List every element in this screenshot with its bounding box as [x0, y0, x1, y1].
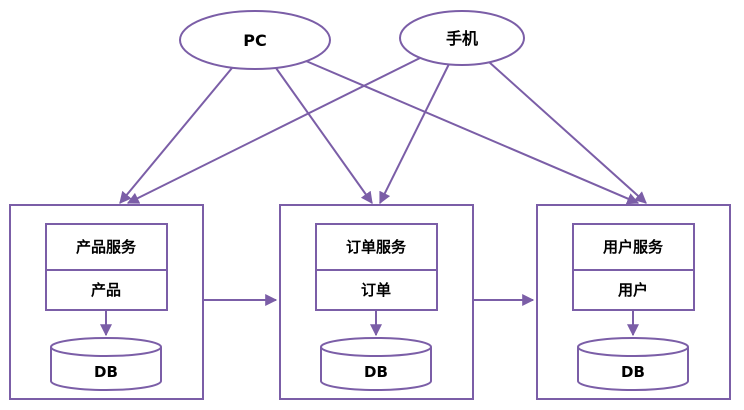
product-service-title: 产品服务: [76, 238, 137, 256]
product-service-container: 产品服务 产品 DB: [9, 204, 204, 400]
arrow-pc-to-product-service: [119, 67, 233, 204]
user-entity-label: 用户: [618, 281, 648, 299]
order-db-cylinder-top: [320, 337, 432, 357]
phone-ellipse: [399, 10, 525, 66]
order-service-title: 订单服务: [346, 238, 407, 256]
arrow-pc-to-order-service: [275, 67, 373, 204]
order-service-container: 订单服务 订单 DB: [279, 204, 474, 400]
phone-label: 手机: [446, 29, 478, 48]
product-db-cylinder-body: [50, 347, 162, 391]
client-phone: 手机: [399, 10, 525, 66]
product-entity-label: 产品: [91, 281, 121, 299]
arrow-pc-to-user-service: [305, 60, 640, 205]
user-db-cylinder-body: [577, 347, 689, 391]
order-db-cylinder-body: [320, 347, 432, 391]
product-db-label: DB: [94, 363, 118, 381]
user-service-title: 用户服务: [603, 238, 664, 256]
pc-label: PC: [243, 31, 266, 50]
arrow-phone-to-product-service: [126, 57, 421, 204]
product-inner-box: [45, 223, 168, 311]
order-inner-box: [315, 223, 438, 311]
user-service-container: 用户服务 用户 DB: [536, 204, 731, 400]
arrow-phone-to-order-service: [379, 63, 450, 205]
user-db-label: DB: [621, 363, 645, 381]
client-pc: PC: [179, 10, 331, 70]
user-db-cylinder-top: [577, 337, 689, 357]
pc-ellipse: [179, 10, 331, 70]
product-db-cylinder-top: [50, 337, 162, 357]
order-db-label: DB: [364, 363, 388, 381]
arrow-phone-to-user-service: [488, 61, 647, 204]
order-entity-label: 订单: [361, 281, 391, 299]
